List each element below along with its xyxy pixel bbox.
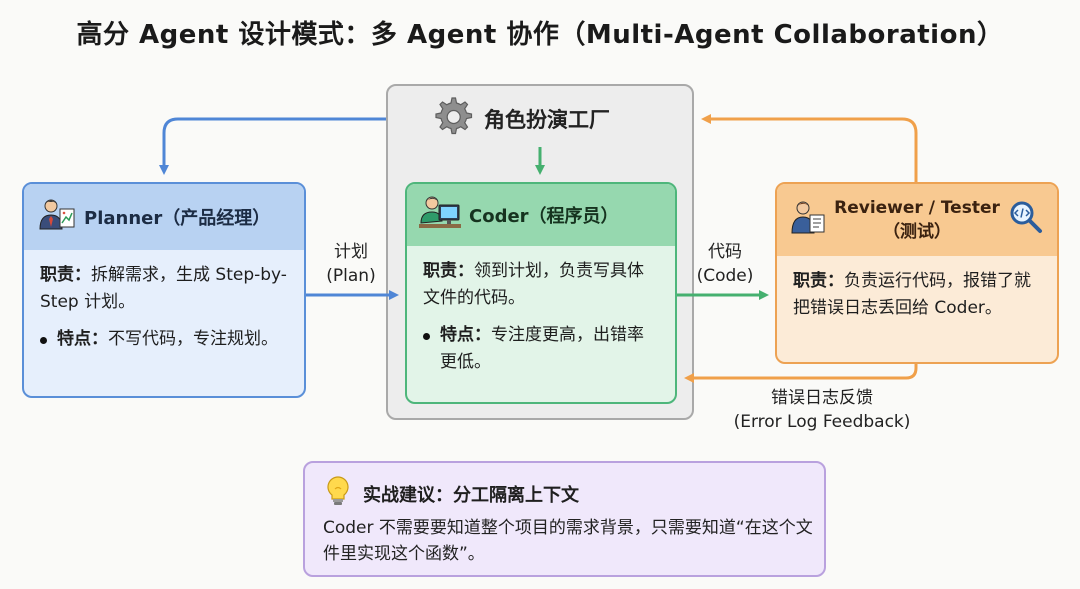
coder-feature: 特点：专注度更高，出错率更低。 bbox=[423, 322, 659, 376]
planner-feature-label: 特点： bbox=[57, 329, 108, 349]
planner-card: Planner（产品经理） 职责：拆解需求，生成 Step-by-Step 计划… bbox=[22, 182, 306, 398]
plan-edge-label: 计划 (Plan) bbox=[306, 240, 396, 288]
planner-feature: 特点：不写代码，专注规划。 bbox=[40, 326, 288, 353]
tip-box: 实战建议：分工隔离上下文 Coder 不需要要知道整个项目的需求背景，只需要知道… bbox=[303, 461, 826, 577]
reviewer-to-factory-arrow bbox=[701, 114, 918, 182]
planner-feature-text: 不写代码，专注规划。 bbox=[108, 329, 278, 349]
reviewer-body: 职责：负责运行代码，报错了就把错误日志丢回给 Coder。 bbox=[777, 256, 1057, 334]
magnifier-code-icon bbox=[1008, 199, 1044, 242]
tip-text: Coder 不需要要知道整个项目的需求背景，只需要知道“在这个文件里实现这个函数… bbox=[323, 518, 813, 564]
coder-feature-text: 专注度更高，出错率更低。 bbox=[440, 325, 644, 372]
planner-body: 职责：拆解需求，生成 Step-by-Step 计划。 特点：不写代码，专注规划… bbox=[24, 250, 304, 365]
planner-duty: 职责：拆解需求，生成 Step-by-Step 计划。 bbox=[40, 262, 288, 316]
reviewer-title: Reviewer / Tester （测试） bbox=[834, 196, 1000, 244]
reviewer-duty: 职责：负责运行代码，报错了就把错误日志丢回给 Coder。 bbox=[793, 268, 1041, 322]
planner-header: Planner（产品经理） bbox=[24, 184, 304, 250]
coder-at-computer-icon bbox=[419, 193, 461, 238]
planner-title: Planner（产品经理） bbox=[84, 208, 271, 229]
lightbulb-icon bbox=[325, 475, 351, 512]
feedback-label-line1: 错误日志反馈 bbox=[771, 388, 873, 408]
feedback-label-line2: (Error Log Feedback) bbox=[733, 412, 911, 432]
reviewer-header: Reviewer / Tester （测试） bbox=[777, 184, 1057, 256]
planner-duty-label: 职责： bbox=[40, 265, 91, 285]
gear-icon bbox=[430, 95, 474, 144]
coder-title: Coder（程序员） bbox=[469, 206, 619, 227]
bullet-dot bbox=[40, 337, 47, 344]
code-label-line2: (Code) bbox=[696, 266, 754, 286]
coder-header: Coder（程序员） bbox=[407, 184, 675, 246]
coder-body: 职责：领到计划，负责写具体文件的代码。 特点：专注度更高，出错率更低。 bbox=[407, 246, 675, 388]
coder-card: Coder（程序员） 职责：领到计划，负责写具体文件的代码。 特点：专注度更高，… bbox=[405, 182, 677, 404]
factory-title: 角色扮演工厂 bbox=[484, 108, 610, 132]
code-edge-label: 代码 (Code) bbox=[680, 240, 770, 288]
reviewer-title-line1: Reviewer / Tester bbox=[834, 198, 1000, 218]
factory-to-planner-arrow bbox=[159, 117, 386, 175]
plan-label-line1: 计划 bbox=[334, 242, 368, 262]
reviewer-person-icon bbox=[790, 197, 826, 244]
factory-header: 角色扮演工厂 bbox=[430, 96, 610, 142]
planner-duty-text: 拆解需求，生成 Step-by-Step 计划。 bbox=[40, 265, 287, 312]
planner-person-icon bbox=[36, 195, 76, 240]
tip-header: 实战建议：分工隔离上下文 bbox=[325, 475, 579, 512]
reviewer-card: Reviewer / Tester （测试） 职责：负责运行代码，报错了就把错误… bbox=[775, 182, 1059, 364]
coder-duty-label: 职责： bbox=[423, 261, 474, 281]
reviewer-title-line2: （测试） bbox=[883, 222, 951, 242]
coder-feature-label: 特点： bbox=[440, 325, 491, 345]
tip-title: 实战建议：分工隔离上下文 bbox=[363, 484, 579, 506]
diagram-title: 高分 Agent 设计模式：多 Agent 协作（Multi-Agent Col… bbox=[76, 20, 1004, 50]
bullet-dot bbox=[423, 333, 430, 340]
plan-label-line2: (Plan) bbox=[326, 266, 376, 286]
code-label-line1: 代码 bbox=[708, 242, 742, 262]
feedback-arrow bbox=[684, 364, 918, 383]
feedback-edge-label: 错误日志反馈 (Error Log Feedback) bbox=[712, 386, 932, 434]
coder-duty: 职责：领到计划，负责写具体文件的代码。 bbox=[423, 258, 659, 312]
reviewer-duty-text: 负责运行代码，报错了就把错误日志丢回给 Coder。 bbox=[793, 271, 1031, 318]
reviewer-duty-label: 职责： bbox=[793, 271, 844, 291]
coder-duty-text: 领到计划，负责写具体文件的代码。 bbox=[423, 261, 644, 308]
